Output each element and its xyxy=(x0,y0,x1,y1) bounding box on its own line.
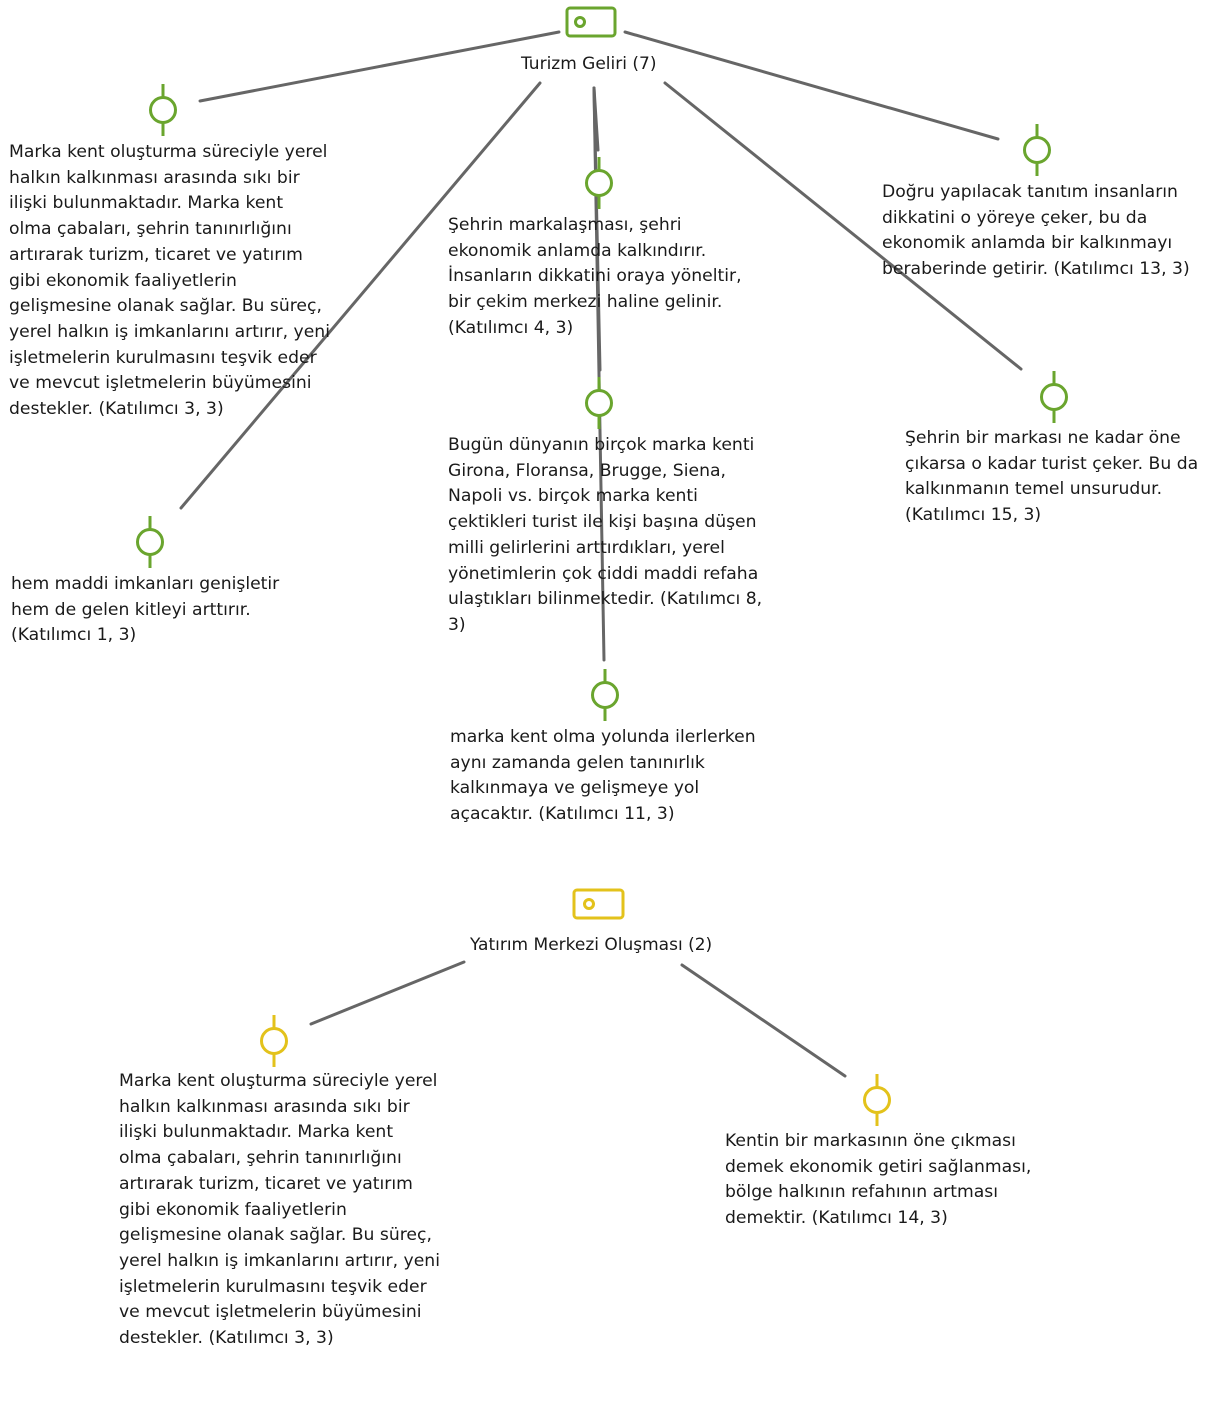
segment-quote: Doğru yapılacak tanıtım insanların dikka… xyxy=(882,182,1190,280)
code-node-label[interactable]: Yatırım Merkezi Oluşması (2) xyxy=(470,935,713,955)
code-node-label[interactable]: Turizm Geliri (7) xyxy=(521,54,657,74)
link-code1-segment1 xyxy=(198,30,561,103)
coded-segment-pin-icon[interactable] xyxy=(149,84,177,136)
coded-segment-pin-icon[interactable] xyxy=(863,1074,891,1126)
coded-segment-pin-icon[interactable] xyxy=(591,669,619,721)
segment-quote: Şehrin markalaşması, şehri ekonomik anla… xyxy=(448,215,742,338)
coded-segment-pin-icon[interactable] xyxy=(260,1015,288,1067)
segment-quote: Şehrin bir markası ne kadar öne çıkarsa … xyxy=(905,428,1199,526)
link-code2-segment2 xyxy=(680,963,847,1078)
segment-quote: Kentin bir markasının öne çıkması demek … xyxy=(725,1131,1032,1229)
link-code1-segment2 xyxy=(179,81,542,510)
link-code1-segment7 xyxy=(663,81,1023,371)
segment-quote: Marka kent oluşturma süreciyle yerel hal… xyxy=(9,142,330,420)
tag-icon[interactable] xyxy=(565,6,617,38)
segment-quote: Marka kent oluşturma süreciyle yerel hal… xyxy=(119,1071,440,1349)
link-code1-segment6 xyxy=(623,30,1000,141)
coded-segment-pin-icon[interactable] xyxy=(1040,371,1068,423)
segment-quote: Bugün dünyanın birçok marka kenti Girona… xyxy=(448,435,763,635)
coded-segment-pin-icon[interactable] xyxy=(585,377,613,429)
segment-quote: hem maddi imkanları genişletir hem de ge… xyxy=(11,574,280,646)
segment-quote: marka kent olma yolunda ilerlerken aynı … xyxy=(450,727,756,825)
coded-segment-pin-icon[interactable] xyxy=(1023,124,1051,176)
coded-segment-pin-icon[interactable] xyxy=(136,516,164,568)
link-code2-segment1 xyxy=(309,960,466,1026)
tag-icon[interactable] xyxy=(572,888,625,920)
coded-segment-pin-icon[interactable] xyxy=(585,157,613,209)
